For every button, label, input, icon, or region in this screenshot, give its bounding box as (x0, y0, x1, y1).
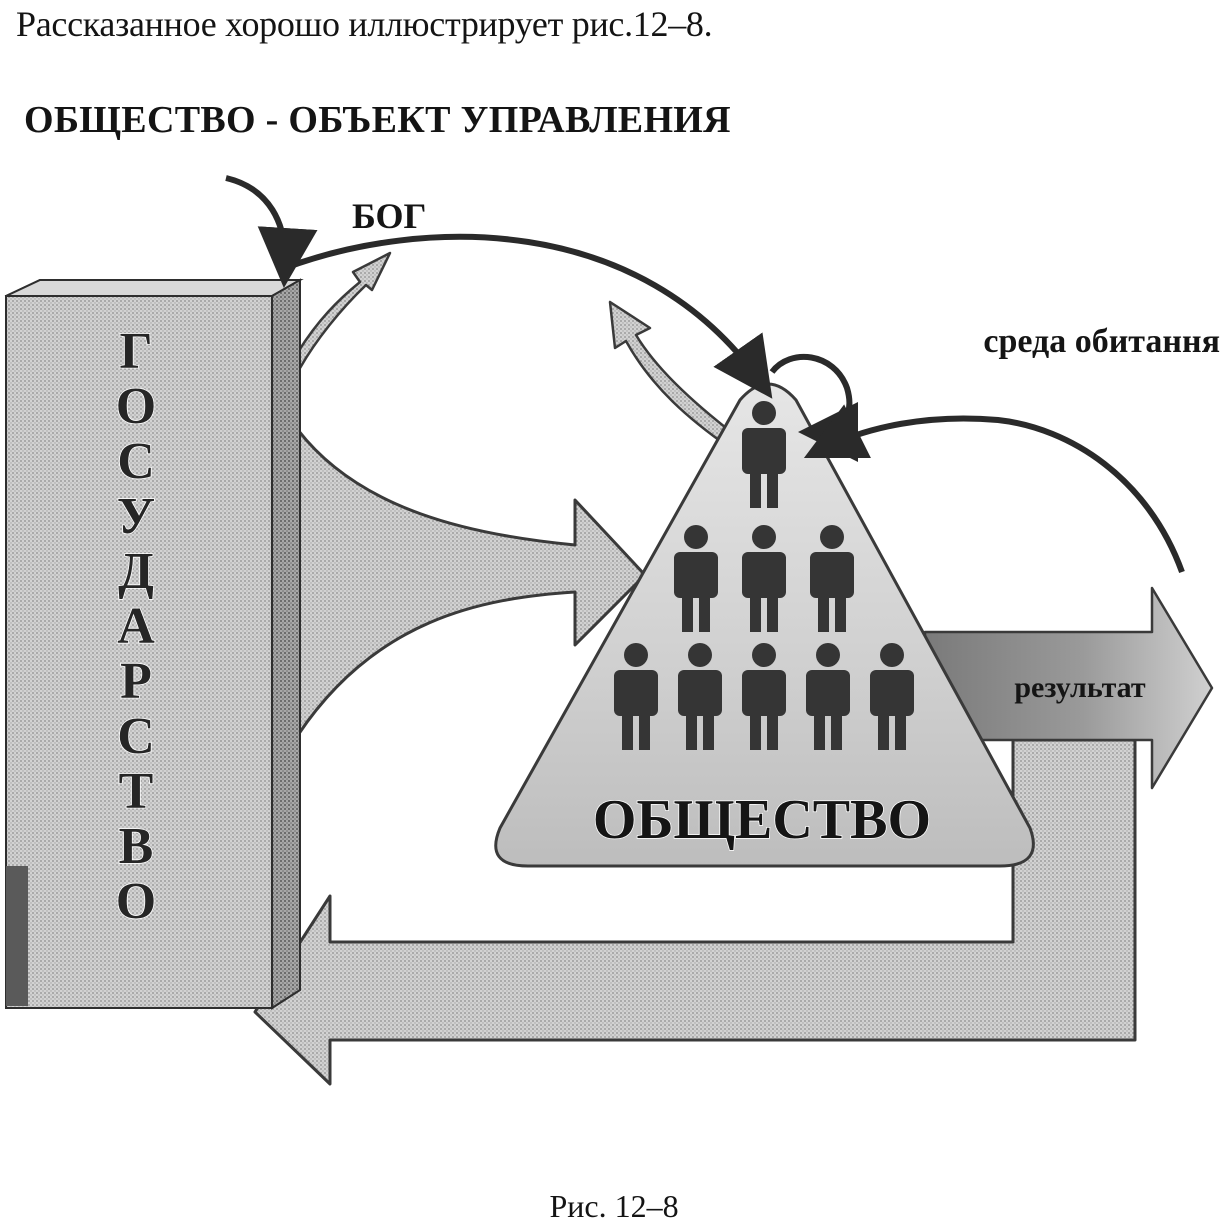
state-letter: Р (120, 653, 152, 710)
state-to-society-arrow (296, 428, 647, 737)
state-letter: Д (118, 543, 154, 600)
god-input-arrow (225, 175, 318, 288)
state-letter: В (119, 818, 154, 875)
state-letter: Т (119, 763, 154, 820)
society-label: ОБЩЕСТВО (593, 789, 931, 851)
person-icon (806, 643, 850, 750)
person-icon (742, 401, 786, 508)
person-icon (678, 643, 722, 750)
person-icon (742, 643, 786, 750)
person-icon (674, 525, 718, 632)
state-letter: С (117, 433, 155, 490)
state-letter: У (117, 488, 155, 545)
state-letter: О (116, 378, 156, 435)
state-letter: С (117, 708, 155, 765)
state-letter: Г (119, 323, 152, 380)
control-arc-arrow (283, 233, 773, 399)
person-icon (614, 643, 658, 750)
environment-label: среда обитання (983, 323, 1220, 360)
god-label: БОГ (352, 196, 426, 236)
society-to-god-arrow (608, 300, 737, 450)
state-block (4, 278, 304, 1010)
feedback-arrow (253, 632, 1137, 1086)
state-letter: О (116, 873, 156, 930)
figure-caption: Рис. 12–8 (549, 1188, 679, 1224)
person-icon (870, 643, 914, 750)
state-to-god-arrow (296, 251, 392, 370)
intro-text: Рассказанное хорошо иллюстрирует рис.12–… (16, 4, 713, 44)
result-label: результат (1014, 671, 1146, 704)
person-icon (742, 525, 786, 632)
environment-arrow (803, 404, 1185, 574)
person-icon (810, 525, 854, 632)
state-letter: А (117, 598, 155, 655)
diagram-title: ОБЩЕСТВО - ОБЪЕКТ УПРАВЛЕНИЯ (24, 99, 731, 141)
